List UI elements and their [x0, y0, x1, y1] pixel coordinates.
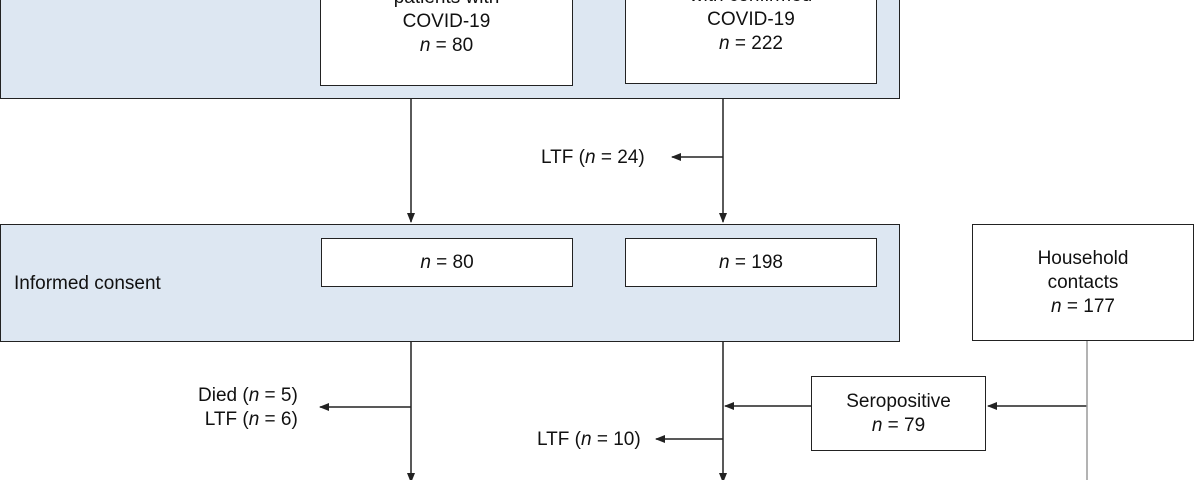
seropositive-n: n = 79: [871, 414, 926, 436]
informed-consent-label: Informed consent: [14, 273, 161, 294]
consent-left-n: n = 80: [420, 251, 474, 273]
consent-right-n: n = 198: [719, 251, 783, 273]
confirmed-box-line2: COVID-19: [707, 9, 795, 30]
died-ltf-label: Died (n = 5) LTF (n = 6): [198, 384, 298, 432]
confirmed-covid-box: with confirmed COVID-19 n = 222: [625, 0, 877, 84]
patients-box-line1: patients with: [394, 0, 500, 10]
confirmed-box-line1: with confirmed: [690, 0, 813, 8]
seropositive-label: Seropositive: [846, 390, 951, 412]
ltf-24-label: LTF (n = 24): [541, 147, 645, 168]
patients-covid-box: patients with COVID-19 n = 80: [320, 0, 573, 86]
patients-box-n: n = 80: [419, 35, 474, 56]
consent-right-box: n = 198: [625, 238, 877, 287]
household-line2: contacts: [1047, 271, 1119, 293]
died-5-text: Died (n = 5): [198, 385, 298, 406]
seropositive-box: Seropositive n = 79: [811, 376, 986, 451]
household-n: n = 177: [1051, 295, 1115, 317]
household-contacts-box: Household contacts n = 177: [972, 224, 1194, 341]
consent-left-box: n = 80: [321, 238, 573, 287]
ltf-10-label: LTF (n = 10): [537, 429, 641, 450]
confirmed-box-n: n = 222: [719, 33, 783, 54]
household-line1: Household: [1037, 247, 1129, 269]
ltf-6-text: LTF (n = 6): [204, 409, 298, 430]
patients-box-line2: COVID-19: [402, 11, 491, 32]
